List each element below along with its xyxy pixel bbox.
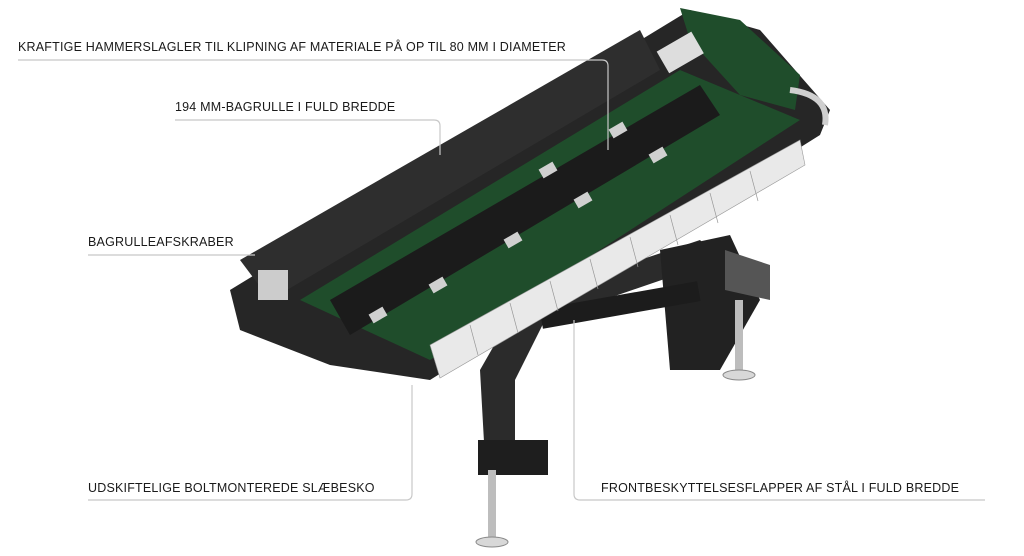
callout-rear-roller: 194 MM-BAGRULLE I FULD BREDDE <box>175 100 396 114</box>
leader-lines <box>18 59 985 501</box>
callout-hammer-flails: KRAFTIGE HAMMERSLAGLER TIL KLIPNING AF M… <box>18 40 566 54</box>
callout-front-flaps: FRONTBESKYTTELSESFLAPPER AF STÅL I FULD … <box>601 481 960 495</box>
callout-skids: UDSKIFTELIGE BOLTMONTEREDE SLÆBESKO <box>88 481 375 495</box>
mower-housing <box>230 8 830 380</box>
callout-roller-scraper: BAGRULLEAFSKRABER <box>88 235 234 249</box>
